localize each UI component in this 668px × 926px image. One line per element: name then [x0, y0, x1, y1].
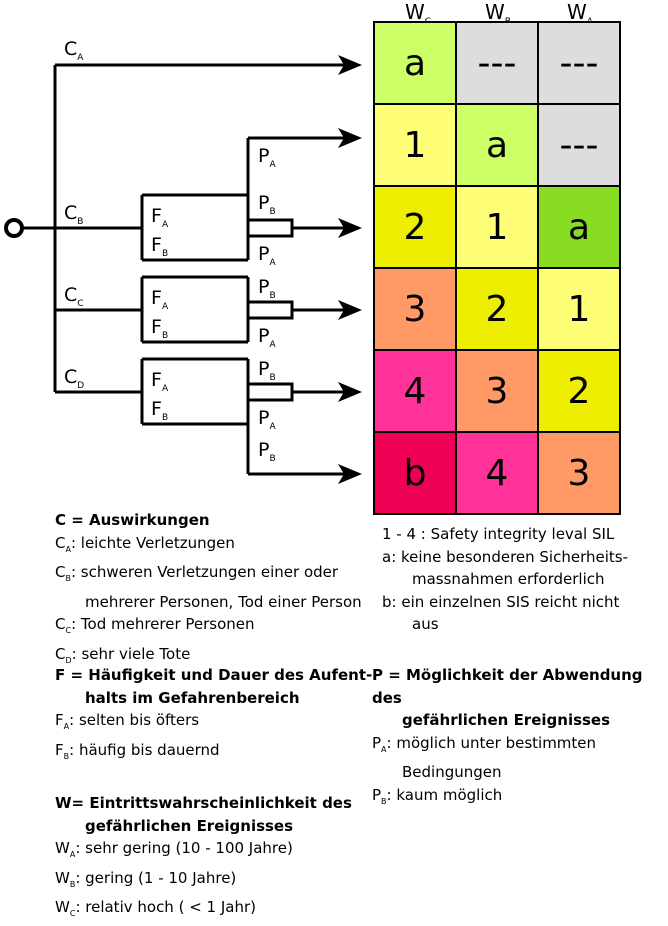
- legend-sil-line: a: keine besonderen Sicherheits-: [382, 547, 628, 566]
- arrow-row-5-icon: [338, 382, 362, 402]
- matrix-cell: 1: [374, 104, 456, 186]
- junction-1: [248, 218, 294, 238]
- legend-w-line: WA: sehr gering (10 - 100 Jahre): [55, 839, 293, 859]
- label-pa-3: PA: [258, 325, 276, 350]
- matrix-cell: ---: [538, 104, 620, 186]
- label-fb-3: FB: [151, 398, 169, 423]
- legend-sil-line: b: ein einzelnen SIS reicht nicht: [382, 592, 620, 611]
- legend-sil-line: aus: [412, 615, 439, 633]
- legend-p-line: PB: kaum möglich: [372, 785, 503, 806]
- label-pa-2: PA: [258, 243, 276, 268]
- grid-line: [373, 513, 621, 515]
- junction-2: [248, 300, 294, 320]
- legend-c-line: CC: Tod mehrerer Personen: [55, 615, 255, 635]
- matrix-cell: 3: [374, 268, 456, 350]
- matrix-cell: ---: [538, 22, 620, 104]
- legend-w-title: W= Eintrittswahrscheinlichkeit des: [55, 794, 352, 812]
- grid-line: [373, 21, 621, 23]
- matrix-cell: ---: [456, 22, 538, 104]
- legend-sil: 1 - 4 : Safety integrity leval SIL a: kei…: [382, 523, 662, 636]
- legend-c-line: mehrerer Personen, Tod einer Person: [85, 592, 362, 611]
- label-cc: CC: [64, 284, 84, 309]
- legend-f-line: FB: häufig bis dauernd: [55, 740, 220, 761]
- junction-3: [248, 382, 294, 402]
- legend-p-title: P = Möglichkeit der Abwendung des: [372, 666, 643, 707]
- grid-line: [373, 103, 621, 105]
- matrix-cell: a: [538, 186, 620, 268]
- decision-tree: [4, 55, 362, 484]
- matrix-cell: 4: [456, 432, 538, 514]
- matrix-cell: 2: [538, 350, 620, 432]
- matrix-cell: 2: [456, 268, 538, 350]
- legend-f: F = Häufigkeit und Dauer des Aufent- hal…: [55, 664, 375, 768]
- legend-sil-line: 1 - 4 : Safety integrity leval SIL: [382, 525, 615, 543]
- matrix-cell: 1: [538, 268, 620, 350]
- label-pa-1: PA: [258, 145, 276, 170]
- legend-c-line: CA: leichte Verletzungen: [55, 533, 235, 554]
- label-cb: CB: [64, 202, 84, 227]
- matrix-cell: 3: [456, 350, 538, 432]
- legend-w: W= Eintrittswahrscheinlichkeit des gefäh…: [55, 792, 375, 926]
- grid-line: [373, 349, 621, 351]
- arrow-row-2-icon: [338, 128, 362, 148]
- label-fb-1: FB: [151, 234, 169, 259]
- label-cd: CD: [64, 366, 85, 391]
- legend-w-line: WC: relativ hoch ( < 1 Jahr): [55, 898, 256, 918]
- matrix-cell: 2: [374, 186, 456, 268]
- label-pb-4: PB: [258, 439, 276, 464]
- label-fb-2: FB: [151, 316, 169, 341]
- matrix-cell: 3: [538, 432, 620, 514]
- grid-line: [373, 267, 621, 269]
- label-fa-3: FA: [151, 369, 169, 394]
- legend-c-line: CD: sehr viele Tote: [55, 644, 191, 665]
- label-fa-1: FA: [151, 205, 169, 230]
- label-pb-3: PB: [258, 358, 276, 383]
- arrow-row-6-icon: [338, 464, 362, 484]
- start-node-icon: [4, 218, 24, 238]
- label-pb-1: PB: [258, 192, 276, 217]
- matrix-cell: 4: [374, 350, 456, 432]
- legend-p-line: PA: möglich unter bestimmten: [372, 733, 597, 754]
- legend-f-title-2: halts im Gefahrenbereich: [85, 688, 300, 707]
- arrow-row-3-icon: [338, 218, 362, 238]
- legend-c-line: CB: schweren Verletzungen einer oder: [55, 563, 339, 583]
- legend-sil-line: massnahmen erforderlich: [412, 570, 605, 588]
- legend-w-title-2: gefährlichen Ereignisses: [85, 816, 294, 835]
- legend-f-line: FA: selten bis öfters: [55, 711, 200, 731]
- label-ca: CA: [64, 38, 84, 63]
- label-pa-4: PA: [258, 407, 276, 432]
- legend-c-title: C = Auswirkungen: [55, 511, 210, 529]
- arrow-row-1-icon: [338, 55, 362, 75]
- matrix-cell: a: [374, 22, 456, 104]
- legend-w-line: WB: gering (1 - 10 Jahre): [55, 868, 237, 889]
- legend-p-line: Bedingungen: [402, 763, 502, 781]
- legend-p-title-2: gefährlichen Ereignisses: [402, 711, 611, 729]
- matrix-cell: 1: [456, 186, 538, 268]
- matrix-cell: a: [456, 104, 538, 186]
- grid-line: [373, 431, 621, 433]
- label-fa-2: FA: [151, 287, 169, 312]
- legend-c: C = Auswirkungen CA: leichte Verletzunge…: [55, 509, 375, 672]
- arrow-row-4-icon: [338, 300, 362, 320]
- legend-p: P = Möglichkeit der Abwendung des gefähr…: [372, 664, 668, 813]
- label-pb-2: PB: [258, 276, 276, 301]
- legend-f-title: F = Häufigkeit und Dauer des Aufent-: [55, 666, 373, 684]
- grid-line: [373, 185, 621, 187]
- matrix-cell: b: [374, 432, 456, 514]
